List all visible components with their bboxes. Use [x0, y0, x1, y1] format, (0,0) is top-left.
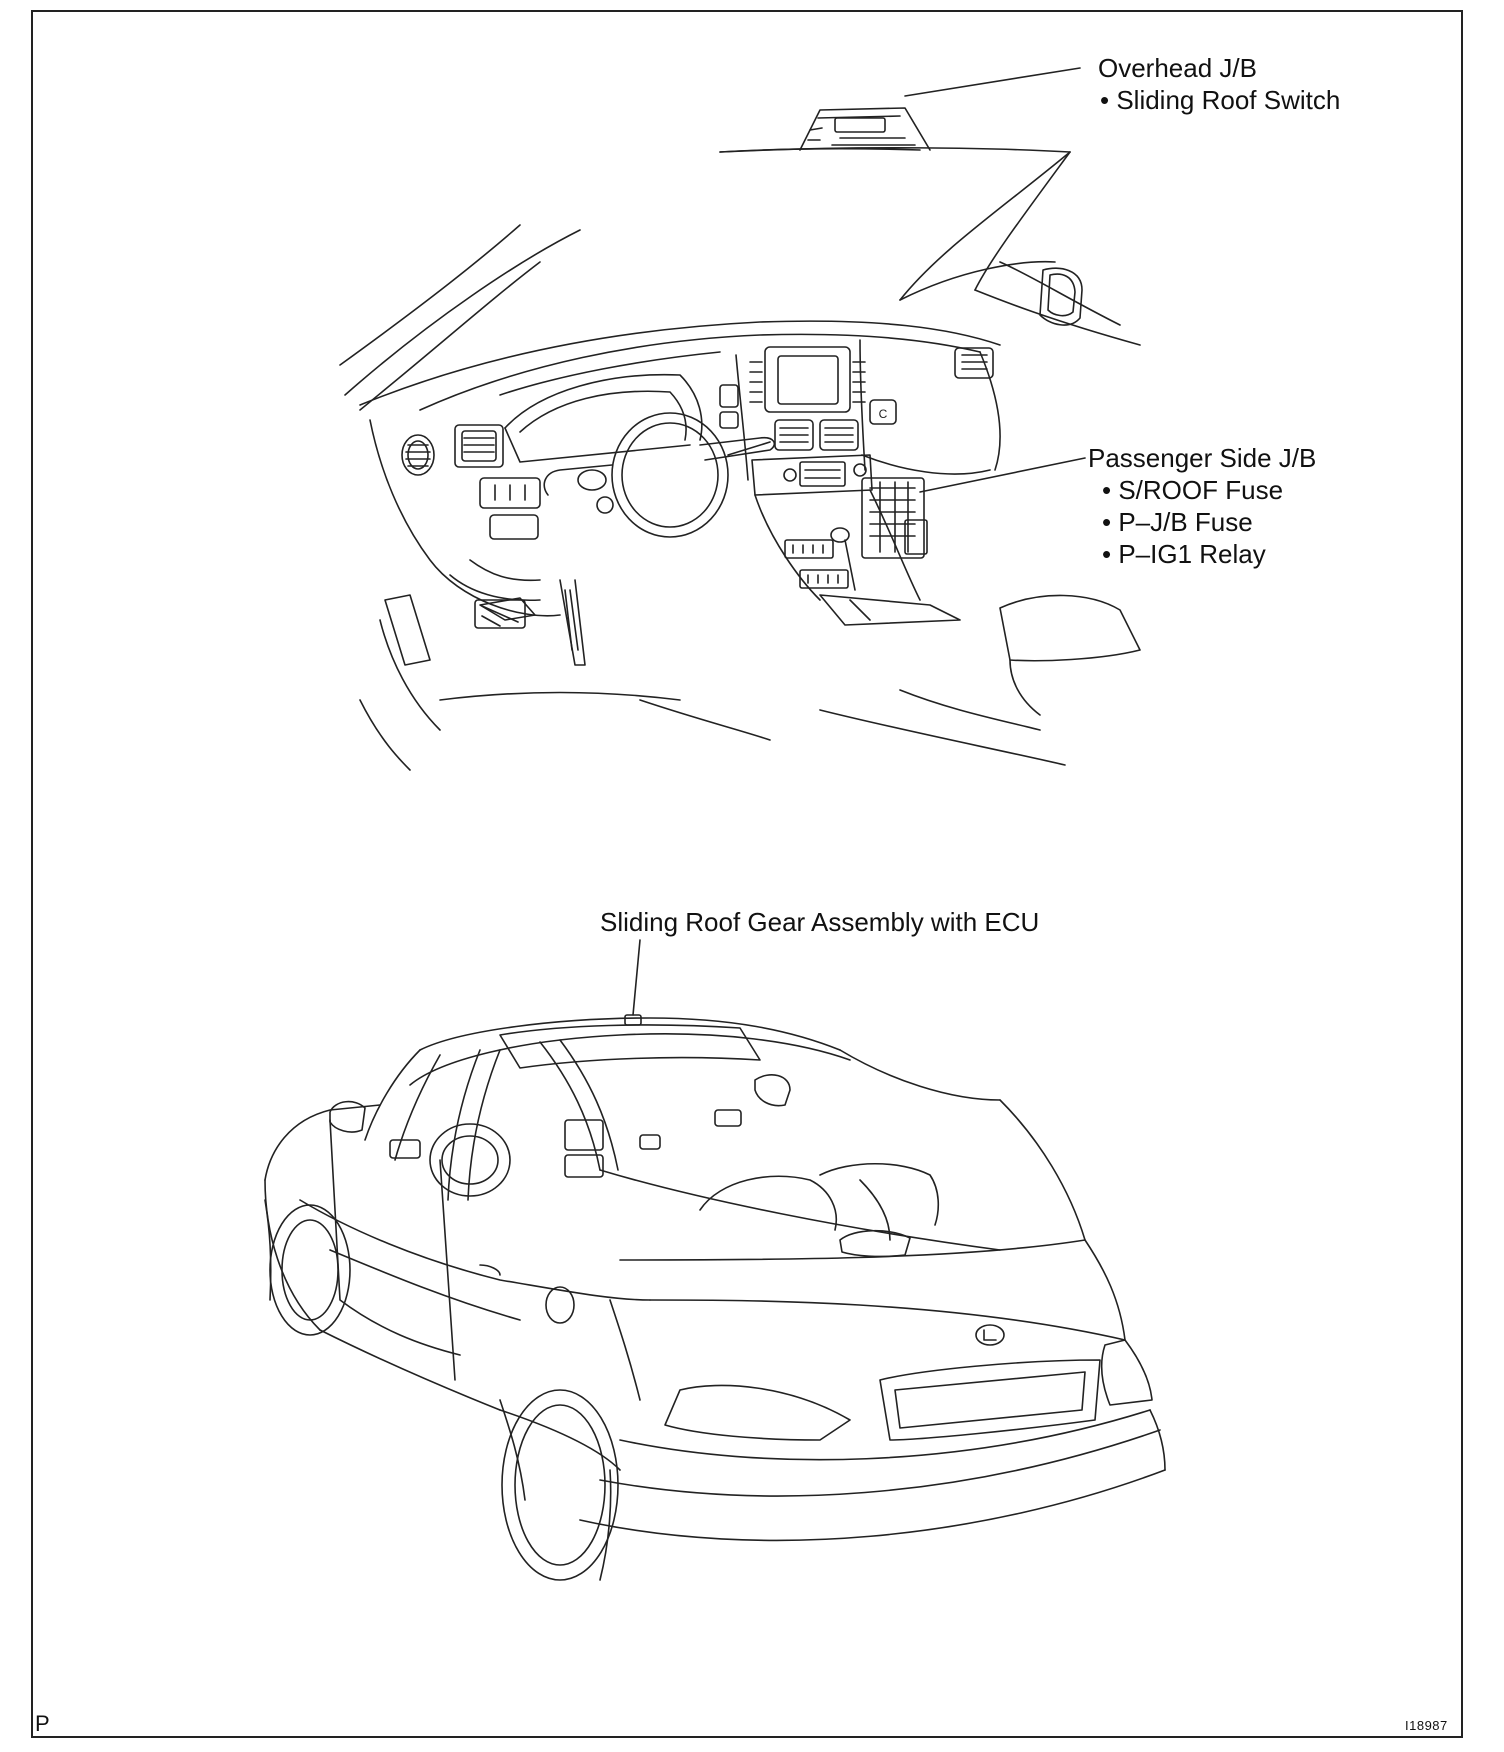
overhead-jb-item: Sliding Roof Switch [1098, 84, 1340, 116]
passenger-jb-label: Passenger Side J/B S/ROOF Fuse P–J/B Fus… [1088, 442, 1316, 570]
passenger-jb-item: P–J/B Fuse [1088, 506, 1316, 538]
overhead-jb-label: Overhead J/B Sliding Roof Switch [1098, 52, 1340, 116]
vehicle-illustration [264, 1014, 1166, 1581]
gear-assembly-label: Sliding Roof Gear Assembly with ECU [600, 907, 1040, 937]
passenger-jb-item: P–IG1 Relay [1088, 538, 1316, 570]
diagram-frame [31, 10, 1463, 1738]
passenger-jb-item: S/ROOF Fuse [1088, 474, 1316, 506]
svg-text:C: C [879, 407, 888, 421]
gear-assembly-leader [632, 939, 641, 1016]
overhead-jb-illustration [719, 107, 931, 153]
passenger-jb-title: Passenger Side J/B [1088, 443, 1317, 473]
interior-dashboard-illustration: C [339, 147, 1141, 771]
figure-id: I18987 [1405, 1718, 1448, 1733]
section-letter: P [35, 1711, 50, 1736]
overhead-jb-leader [904, 67, 1081, 97]
passenger-jb-leader [919, 457, 1086, 493]
overhead-jb-title: Overhead J/B [1098, 53, 1257, 83]
